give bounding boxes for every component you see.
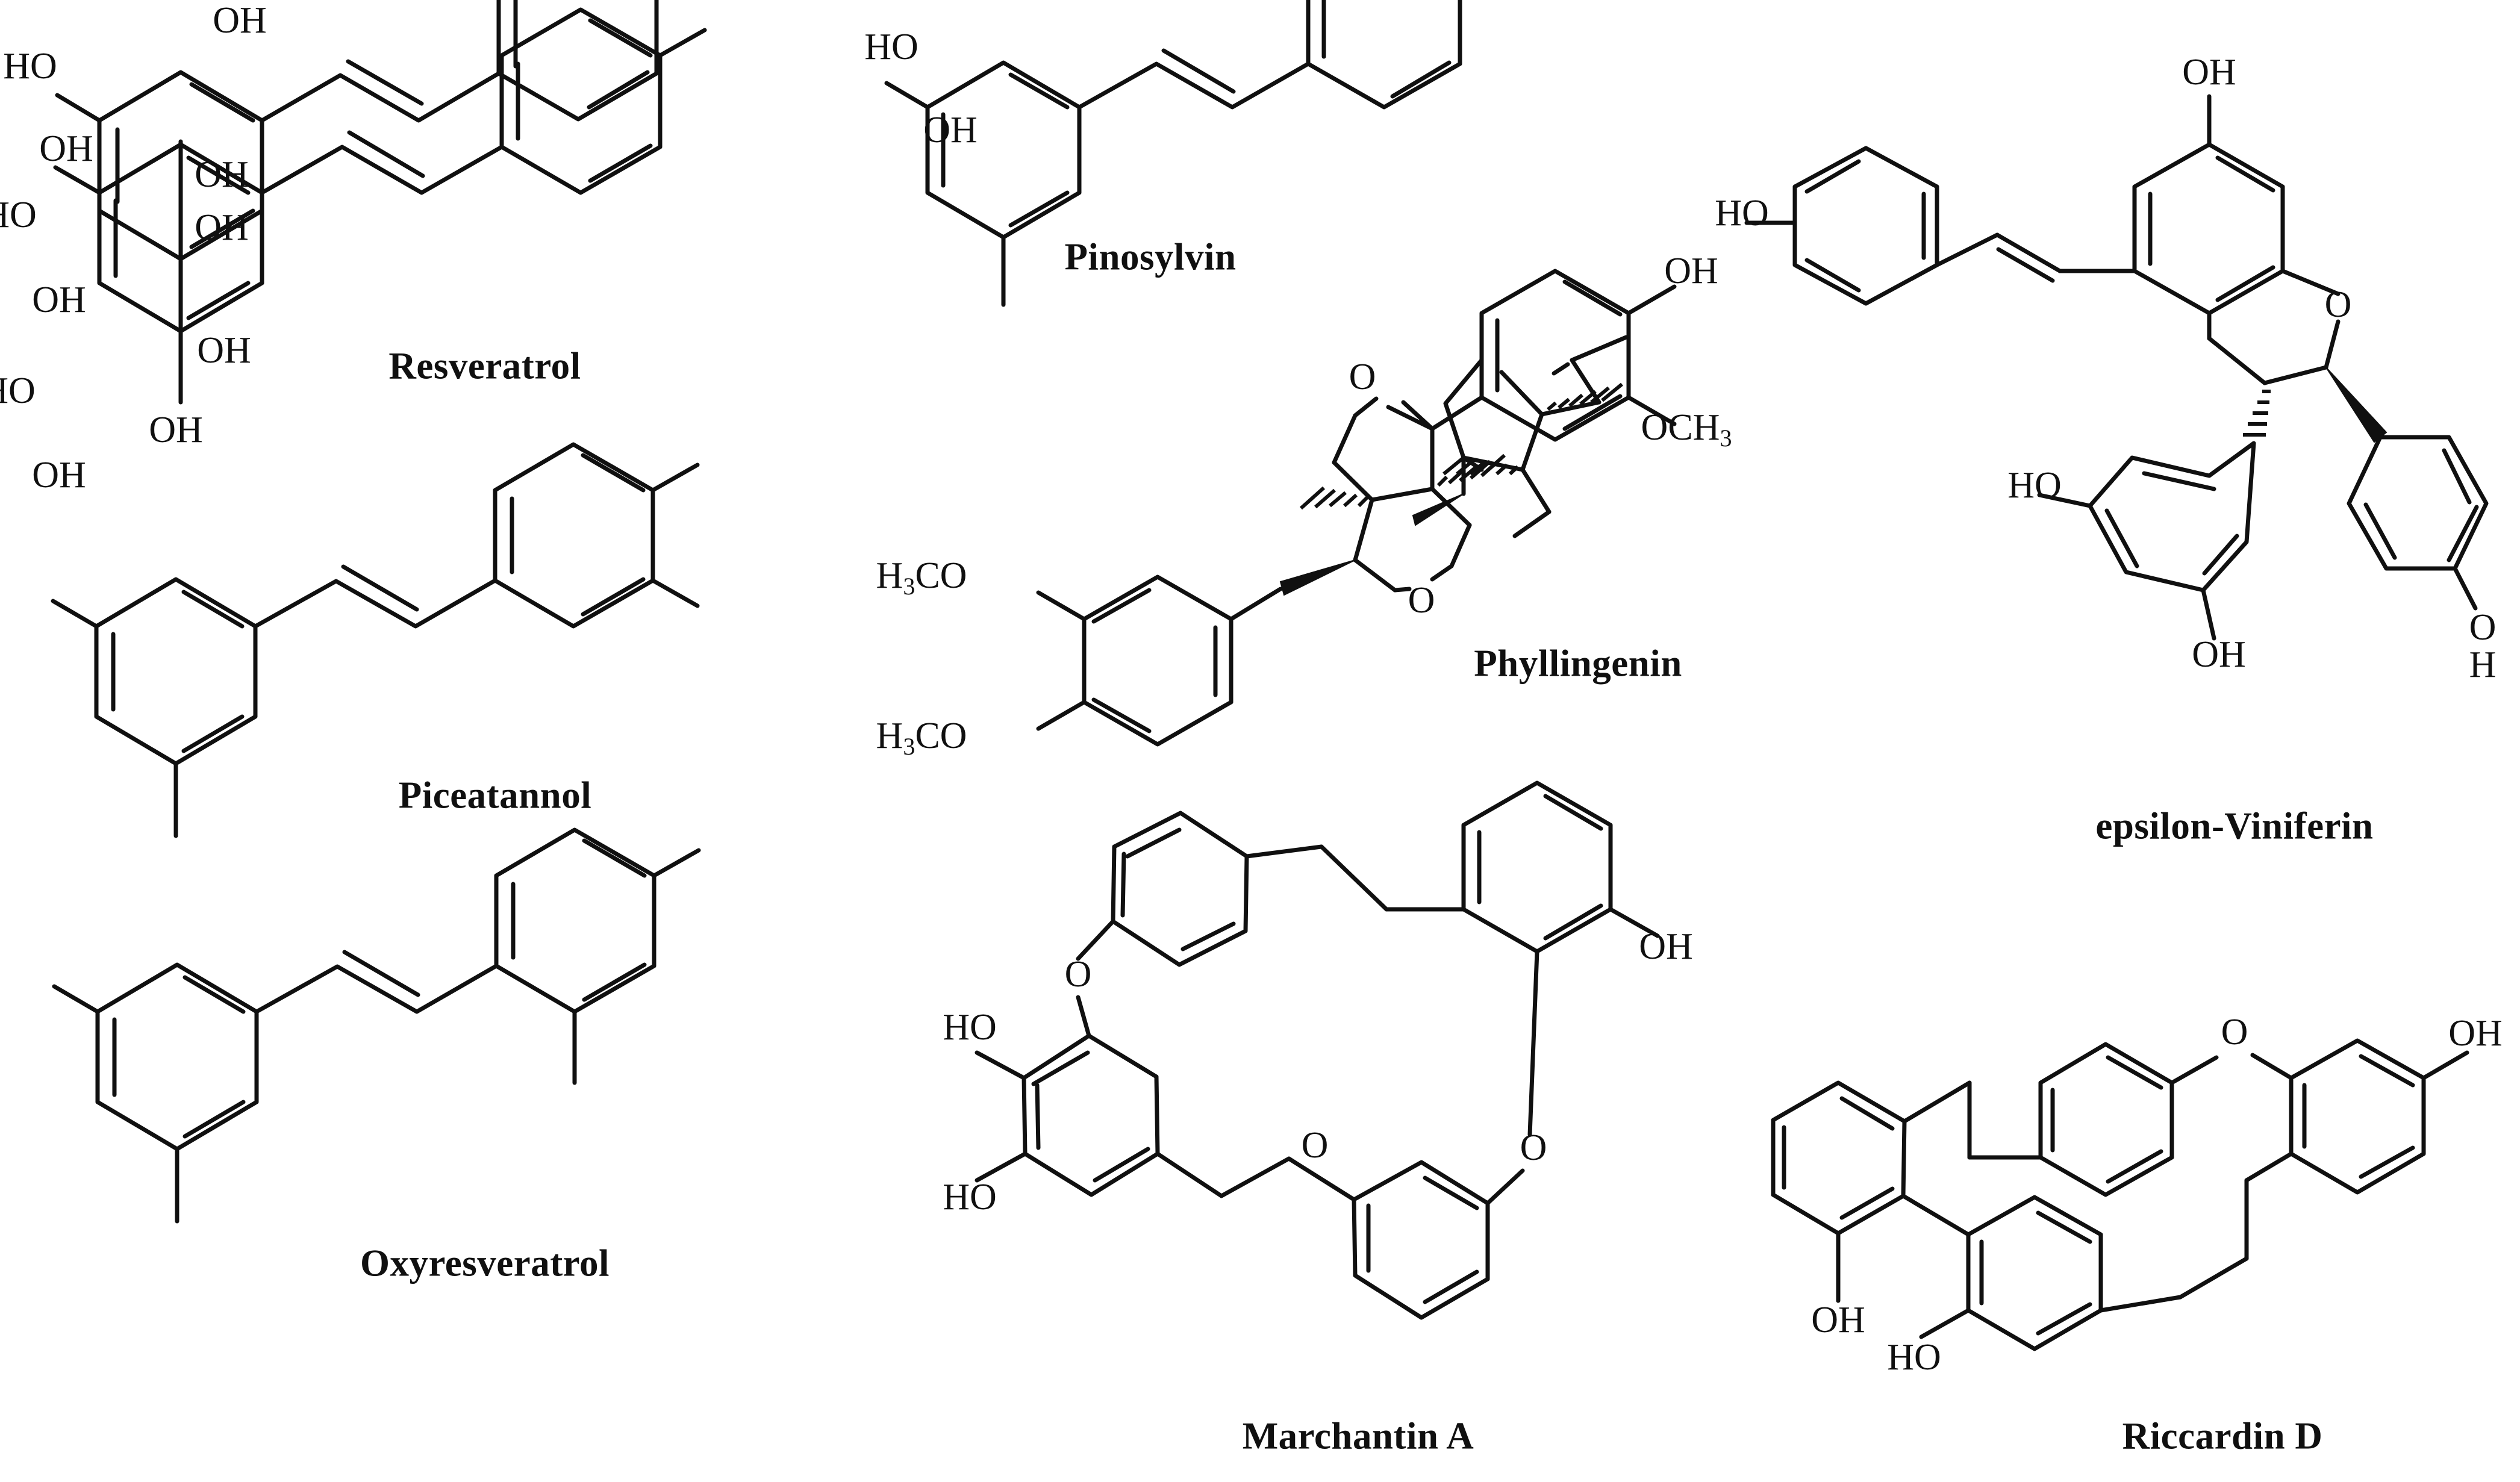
atom-label-HO: HO — [0, 195, 37, 235]
atom-label-OCH3: OCH3 — [1641, 407, 1732, 452]
atom-label-OH: OH — [32, 455, 86, 496]
atom-label-H3CO: H3CO — [876, 715, 967, 760]
atom-label-O: O — [2221, 1012, 2248, 1053]
structure-resveratrol-main — [53, 7, 707, 405]
solid-wedge-icon — [1279, 559, 1356, 596]
compound-name-marchantin-a: Marchantin A — [1243, 1415, 1474, 1457]
atom-label-H: H — [2469, 644, 2497, 685]
structure-piceatannol — [51, 442, 700, 838]
atom-label-OH: OH — [197, 330, 251, 371]
atom-label-OH: OH — [2192, 634, 2246, 675]
atom-label-H3CO: H3CO — [876, 555, 967, 600]
atom-label-HO: HO — [943, 1177, 997, 1218]
atom-label-HO: HO — [0, 370, 36, 411]
structure-riccardin-d — [1771, 1038, 2469, 1351]
atom-label-O: O — [1520, 1127, 1547, 1168]
atom-label-OH: OH — [923, 110, 978, 151]
compound-name-pinosylvin: Pinosylvin — [1064, 235, 1236, 278]
compound-name-riccardin-d: Riccardin D — [2122, 1415, 2323, 1457]
hash-wedge-viniferin — [2243, 390, 2271, 437]
compound-name-oxyresveratrol: Oxyresveratrol — [360, 1242, 610, 1284]
atom-label-OH: OH — [2182, 52, 2236, 93]
compound-name-phyllingenin: Phyllingenin — [1474, 642, 1682, 684]
atom-label-OH: OH — [195, 207, 249, 248]
atom-label-O: O — [2325, 284, 2352, 325]
structure-oxyresveratrol — [52, 827, 701, 1224]
atom-label-OH: OH — [1664, 251, 1718, 291]
hash-methyl-right-icon — [1436, 453, 1506, 487]
hash-methyl-left-icon — [1299, 486, 1369, 510]
atom-label-OH: OH — [149, 409, 203, 450]
atom-label-OH: OH — [39, 128, 93, 169]
atom-label-O: O — [1065, 954, 1092, 995]
atom-label-O: O — [1408, 580, 1435, 621]
atom-label-HO: HO — [3, 46, 57, 87]
atom-label-OH: OH — [2448, 1013, 2503, 1054]
atom-label-HO: HO — [1887, 1337, 1941, 1378]
atom-label-HO: HO — [864, 26, 918, 67]
atom-label-HO: HO — [943, 1007, 997, 1048]
structure-pinosylvin — [884, 0, 1462, 307]
hash-wedge-methyl-right — [1547, 382, 1623, 411]
structure-resveratrol — [55, 0, 659, 340]
solid-wedge-viniferin — [2325, 367, 2387, 443]
structure-phyllingenin — [1412, 335, 1629, 538]
atom-label-O: O — [1302, 1125, 1329, 1166]
atom-label-HO: HO — [2007, 465, 2062, 506]
structure-marchantin-a — [975, 780, 1660, 1320]
solid-wedge-aryl — [1412, 493, 1464, 526]
compound-name-epsilon-viniferin: epsilon-Viniferin — [2095, 805, 2373, 847]
compound-name-piceatannol: Piceatannol — [399, 774, 591, 816]
atom-label-OH: OH — [213, 0, 267, 41]
atom-label-OH: OH — [1811, 1300, 1865, 1340]
atom-label-HO: HO — [1715, 193, 1769, 234]
structure-epsilon-viniferin — [1744, 94, 2489, 641]
atom-label-OH: OH — [1639, 926, 1693, 967]
atom-label-O: O — [1349, 356, 1376, 397]
atom-label-OH: OH — [32, 279, 86, 320]
structure-phyllingenin-core — [1036, 269, 1677, 747]
compound-name-resveratrol: Resveratrol — [388, 344, 581, 387]
atom-label-O: O — [2469, 607, 2497, 648]
atom-label-OH: OH — [195, 154, 249, 195]
